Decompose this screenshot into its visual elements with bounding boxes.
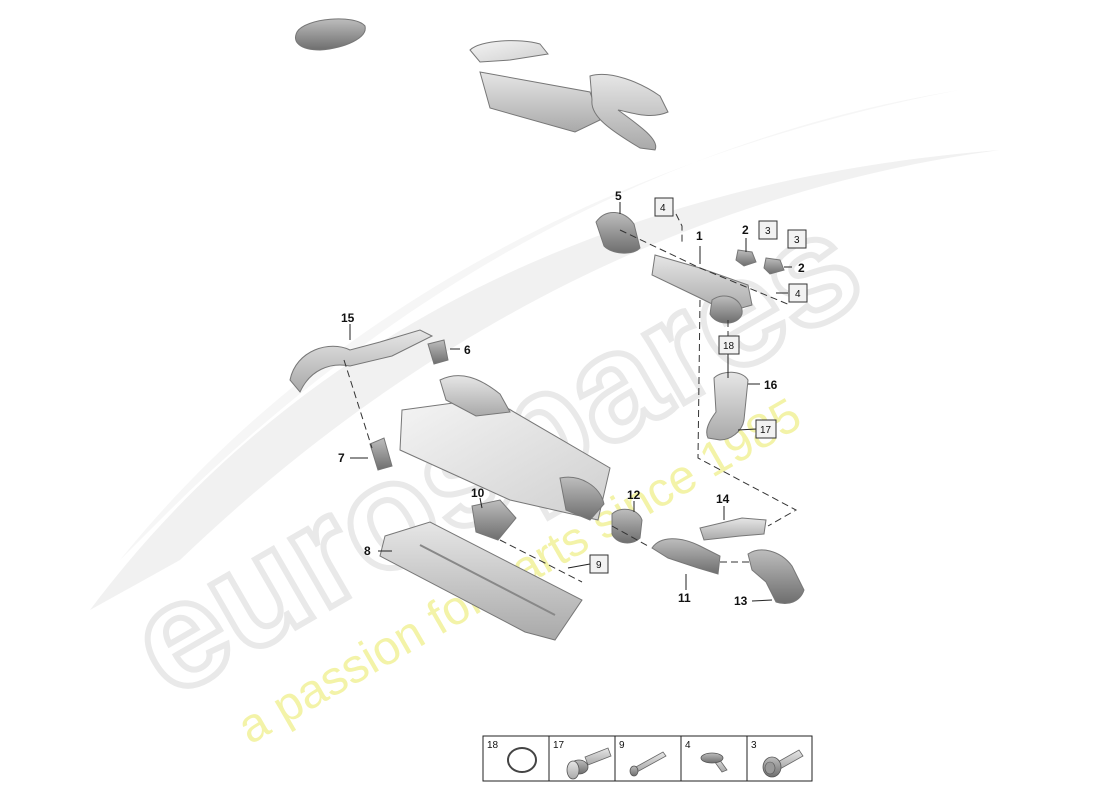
guide-line <box>675 213 683 244</box>
callout-8: 8 <box>364 544 371 558</box>
leader-line <box>737 428 757 431</box>
guide-line <box>619 229 791 306</box>
legend-number: 4 <box>685 740 691 751</box>
leader-line <box>479 497 483 509</box>
callout-16: 16 <box>764 378 778 392</box>
bracket-6-part <box>427 339 449 365</box>
legend-number: 9 <box>619 740 625 751</box>
intercooler-group <box>399 375 611 521</box>
svg-text:4: 4 <box>795 289 801 300</box>
svg-text:3: 3 <box>794 235 800 246</box>
cover-cap-part <box>295 18 366 51</box>
charge-pipe-group <box>651 249 785 324</box>
intercooler-tank-part <box>439 375 511 417</box>
bracket-10-part <box>471 499 517 541</box>
expanding-rivet-icon <box>629 751 667 777</box>
callout-6: 6 <box>464 343 471 357</box>
boxed-ref-3: 3 <box>787 229 807 249</box>
boxed-references: 4 3 3 4 18 17 9 <box>589 197 808 574</box>
callout-5: 5 <box>615 189 622 203</box>
pipe-flange-part <box>709 295 743 324</box>
o-ring-icon <box>507 747 537 773</box>
overview-pipe-part <box>469 40 549 63</box>
callout-15: 15 <box>341 311 355 325</box>
callout-labels: 1 2 2 5 6 7 8 10 11 12 13 14 15 16 <box>338 189 805 608</box>
hose-13-part <box>747 549 805 604</box>
boxed-ref-3: 3 <box>758 220 778 240</box>
pipe-14-part <box>699 517 767 541</box>
svg-text:9: 9 <box>596 560 602 571</box>
elbow-hose-part <box>706 371 749 441</box>
intercooler-end-part <box>559 476 605 521</box>
guide-line <box>343 359 373 449</box>
guide-line <box>697 299 798 527</box>
boxed-ref-18: 18 <box>718 335 740 355</box>
bracket-2b-part <box>763 257 785 275</box>
legend-cell <box>614 735 682 782</box>
leader-line <box>751 599 773 602</box>
callout-12: 12 <box>627 488 641 502</box>
corrugated-hose-part <box>595 212 641 254</box>
hose-11-part <box>651 538 721 575</box>
callout-14: 14 <box>716 492 730 506</box>
legend-number: 17 <box>553 740 565 751</box>
tray-8-group <box>379 499 583 641</box>
hoses-11-14-group <box>611 508 805 604</box>
hose-5-group <box>595 212 641 254</box>
elbow-16-group <box>706 371 749 441</box>
bracket-7-part <box>369 437 393 471</box>
assembly-overview <box>295 18 669 151</box>
overview-duct-part <box>589 73 669 151</box>
callout-2: 2 <box>742 223 749 237</box>
guide-lines <box>343 213 798 583</box>
callout-13: 13 <box>734 594 748 608</box>
watermark: eurospares a passion for parts since 198… <box>90 90 1000 755</box>
legend-number: 3 <box>751 740 757 751</box>
legend-cell <box>680 735 748 782</box>
leader-lines <box>349 202 792 602</box>
flat-head-screw-icon <box>700 752 728 773</box>
flange-bolt-icon <box>566 747 612 780</box>
svg-text:18: 18 <box>723 341 735 352</box>
svg-text:3: 3 <box>765 226 771 237</box>
guide-line <box>499 539 583 583</box>
boxed-ref-17: 17 <box>755 419 777 439</box>
legend-number: 18 <box>487 740 499 751</box>
fastener-legend: 18 17 9 4 3 <box>482 735 813 782</box>
boxed-ref-4: 4 <box>654 197 674 217</box>
guide-line <box>611 525 649 547</box>
callout-2: 2 <box>798 261 805 275</box>
bracket-2a-part <box>735 249 757 267</box>
callout-11: 11 <box>678 591 691 605</box>
coolant-pipe-part <box>289 329 434 393</box>
svg-text:4: 4 <box>660 203 666 214</box>
leader-line <box>567 563 591 569</box>
pipe-15-group <box>289 329 449 471</box>
boxed-ref-9: 9 <box>589 554 609 574</box>
overview-intercooler-part <box>479 71 601 133</box>
callout-7: 7 <box>338 451 345 465</box>
flange-screw-icon <box>762 749 804 778</box>
coupling-12-part <box>611 508 643 544</box>
callout-10: 10 <box>471 486 485 500</box>
legend-cell <box>746 735 813 782</box>
tray-rib-part <box>419 544 556 616</box>
svg-text:17: 17 <box>760 425 772 436</box>
boxed-ref-4: 4 <box>788 283 808 303</box>
callout-1: 1 <box>696 229 703 243</box>
